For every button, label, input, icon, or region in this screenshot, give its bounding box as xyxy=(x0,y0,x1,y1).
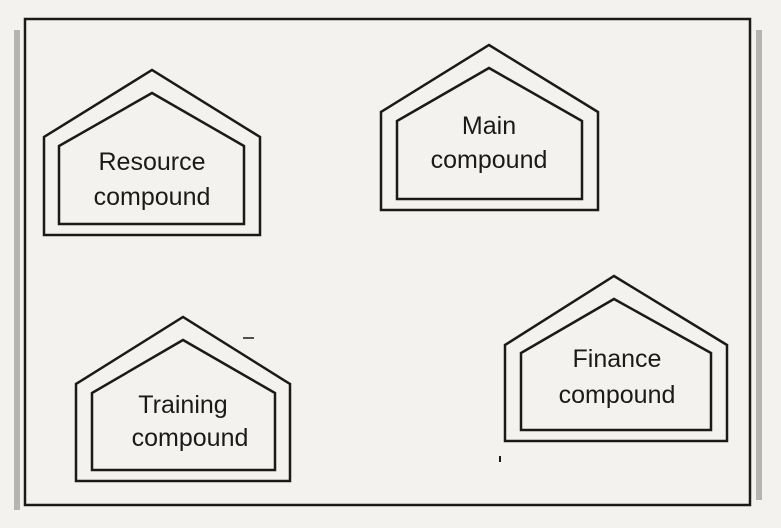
building-label-line-2: compound xyxy=(132,424,249,452)
left-edge-shadow xyxy=(14,30,20,510)
building-inner-outline xyxy=(519,297,713,432)
building-outer-outline xyxy=(379,43,600,212)
building-label-line-1: Finance xyxy=(573,345,662,373)
building-label-line-1: Resource xyxy=(99,148,206,176)
building-label-line-2: compound xyxy=(559,381,676,409)
building-label-line-2: compound xyxy=(431,146,548,174)
building-inner-outline xyxy=(395,66,584,201)
building-outer-outline xyxy=(42,68,262,237)
building-label-line-1: Main xyxy=(462,112,516,140)
building-finance: Finance compound xyxy=(503,274,729,443)
building-inner-outline xyxy=(90,338,277,472)
building-resource: Resource compound xyxy=(42,68,262,237)
outer-frame xyxy=(23,17,752,507)
building-label-line-1: Training xyxy=(138,391,227,419)
building-inner-outline xyxy=(57,91,246,226)
building-label-line-2: compound xyxy=(94,183,211,211)
building-training: Training compound xyxy=(74,315,292,483)
building-main: Main compound xyxy=(379,43,600,212)
building-outer-outline xyxy=(503,274,729,443)
building-outer-outline xyxy=(74,315,292,483)
right-edge-shadow xyxy=(756,30,762,500)
